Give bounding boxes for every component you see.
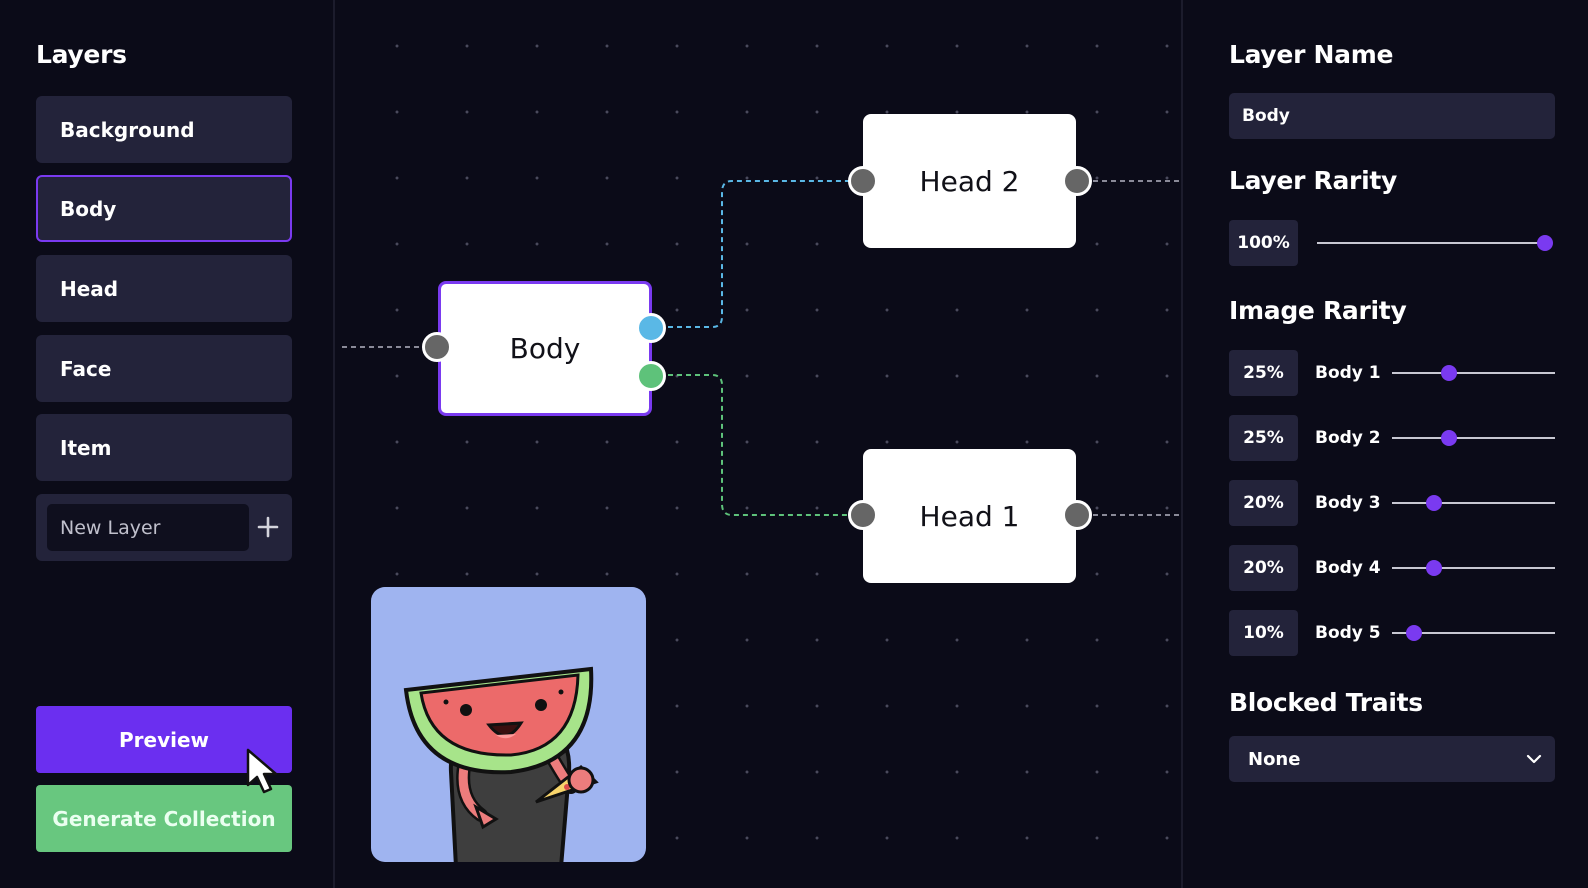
mouse-cursor-icon — [246, 748, 278, 794]
blocked-traits-title: Blocked Traits — [1229, 688, 1423, 717]
node-body-output-port-green[interactable] — [636, 361, 666, 391]
blocked-traits-select[interactable]: None — [1229, 736, 1555, 782]
layer-item-label: Item — [60, 435, 112, 460]
image-rarity-label: Body 3 — [1315, 493, 1381, 513]
layers-panel: Layers Background Body Head Face Item Pr… — [0, 0, 335, 888]
layer-item-label: Head — [60, 276, 119, 301]
image-rarity-label: Body 1 — [1315, 363, 1381, 383]
layer-rarity-value: 100% — [1229, 220, 1298, 266]
layer-item-label: Body — [60, 196, 117, 221]
image-rarity-slider-thumb[interactable] — [1406, 625, 1422, 641]
new-layer-input[interactable] — [47, 504, 249, 551]
node-head-1-label: Head 1 — [919, 499, 1020, 533]
layer-rarity-title: Layer Rarity — [1229, 166, 1397, 195]
node-body-label: Body — [509, 332, 581, 365]
layer-item-face[interactable]: Face — [36, 335, 292, 402]
image-rarity-slider-thumb[interactable] — [1426, 495, 1442, 511]
plus-icon — [257, 516, 279, 538]
image-rarity-slider-thumb[interactable] — [1441, 365, 1457, 381]
layer-item-label: Face — [60, 356, 112, 381]
blocked-traits-value: None — [1248, 748, 1301, 770]
image-rarity-slider-track[interactable] — [1392, 372, 1555, 374]
layer-name-value: Body — [1242, 106, 1290, 126]
image-rarity-title: Image Rarity — [1229, 296, 1407, 325]
image-rarity-label: Body 2 — [1315, 428, 1381, 448]
layer-item-head[interactable]: Head — [36, 255, 292, 322]
image-rarity-label: Body 4 — [1315, 558, 1381, 578]
node-head-1-input-port[interactable] — [848, 500, 878, 530]
node-head-1-output-port[interactable] — [1062, 500, 1092, 530]
node-head-2-input-port[interactable] — [848, 166, 878, 196]
image-rarity-slider-thumb[interactable] — [1426, 560, 1442, 576]
node-head-2-output-port[interactable] — [1062, 166, 1092, 196]
layer-item-label: Background — [60, 117, 195, 142]
layer-item-background[interactable]: Background — [36, 96, 292, 163]
node-body-input-port[interactable] — [422, 332, 452, 362]
node-body[interactable]: Body — [438, 281, 652, 416]
node-head-1[interactable]: Head 1 — [863, 449, 1076, 583]
new-layer-row — [36, 494, 292, 561]
image-rarity-pct: 20% — [1229, 545, 1298, 591]
watermelon-character-illustration — [403, 666, 599, 862]
preview-image — [371, 587, 646, 862]
image-rarity-pct: 25% — [1229, 415, 1298, 461]
image-rarity-slider-track[interactable] — [1392, 502, 1555, 504]
layer-item-body[interactable]: Body — [36, 175, 292, 242]
image-rarity-slider-track[interactable] — [1392, 437, 1555, 439]
generate-collection-button[interactable]: Generate Collection — [36, 785, 292, 852]
layers-title: Layers — [36, 40, 127, 69]
node-head-2[interactable]: Head 2 — [863, 114, 1076, 248]
image-rarity-slider-thumb[interactable] — [1441, 430, 1457, 446]
image-rarity-pct: 25% — [1229, 350, 1298, 396]
layer-item-item[interactable]: Item — [36, 414, 292, 481]
image-rarity-pct: 10% — [1229, 610, 1298, 656]
preview-button[interactable]: Preview — [36, 706, 292, 773]
node-head-2-label: Head 2 — [919, 164, 1020, 198]
image-rarity-slider-track[interactable] — [1392, 632, 1555, 634]
node-body-output-port-blue[interactable] — [636, 313, 666, 343]
layer-name-title: Layer Name — [1229, 40, 1394, 69]
layer-rarity-slider-thumb[interactable] — [1537, 235, 1553, 251]
chevron-down-icon — [1526, 754, 1542, 764]
add-layer-button[interactable] — [253, 511, 283, 543]
layer-rarity-slider-track[interactable] — [1317, 242, 1546, 244]
image-rarity-slider-track[interactable] — [1392, 567, 1555, 569]
image-rarity-pct: 20% — [1229, 480, 1298, 526]
layer-name-input[interactable]: Body — [1229, 93, 1555, 139]
image-rarity-label: Body 5 — [1315, 623, 1381, 643]
